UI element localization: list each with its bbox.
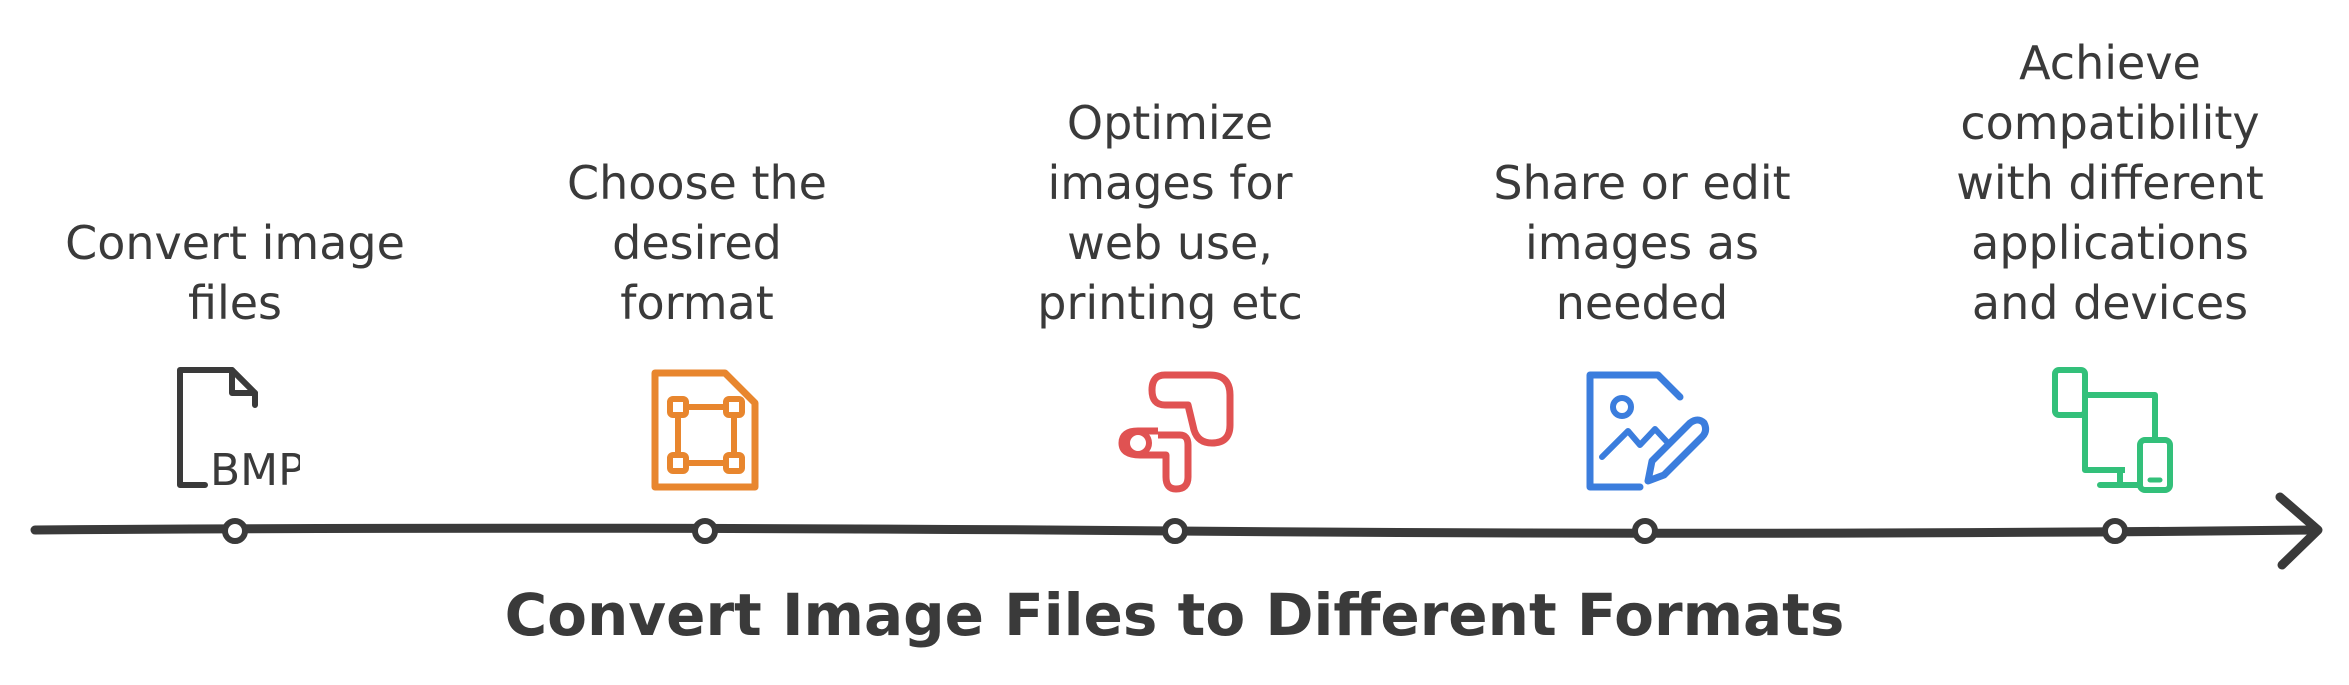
step-label-4: Share or edit images as needed	[1493, 156, 1791, 330]
bmp-file-icon: BMP	[170, 365, 300, 495]
edit-image-icon	[1580, 365, 1710, 495]
step-label-3: Optimize images for web use, printing et…	[1037, 96, 1303, 330]
bmp-icon-text: BMP	[210, 445, 300, 495]
step-label-2: Choose the desired format	[567, 156, 827, 330]
timeline-node-4	[1632, 518, 1658, 544]
vector-file-icon	[640, 365, 770, 495]
devices-icon	[2050, 365, 2180, 495]
step-label-1: Convert image files	[65, 216, 405, 330]
google-ads-icon	[1110, 365, 1240, 495]
timeline-node-5	[2102, 518, 2128, 544]
timeline-node-3	[1162, 518, 1188, 544]
step-label-5: Achieve compatibility with different app…	[1956, 36, 2264, 330]
diagram-title: Convert Image Files to Different Formats	[504, 581, 1845, 649]
timeline-node-1	[222, 518, 248, 544]
timeline-node-2	[692, 518, 718, 544]
